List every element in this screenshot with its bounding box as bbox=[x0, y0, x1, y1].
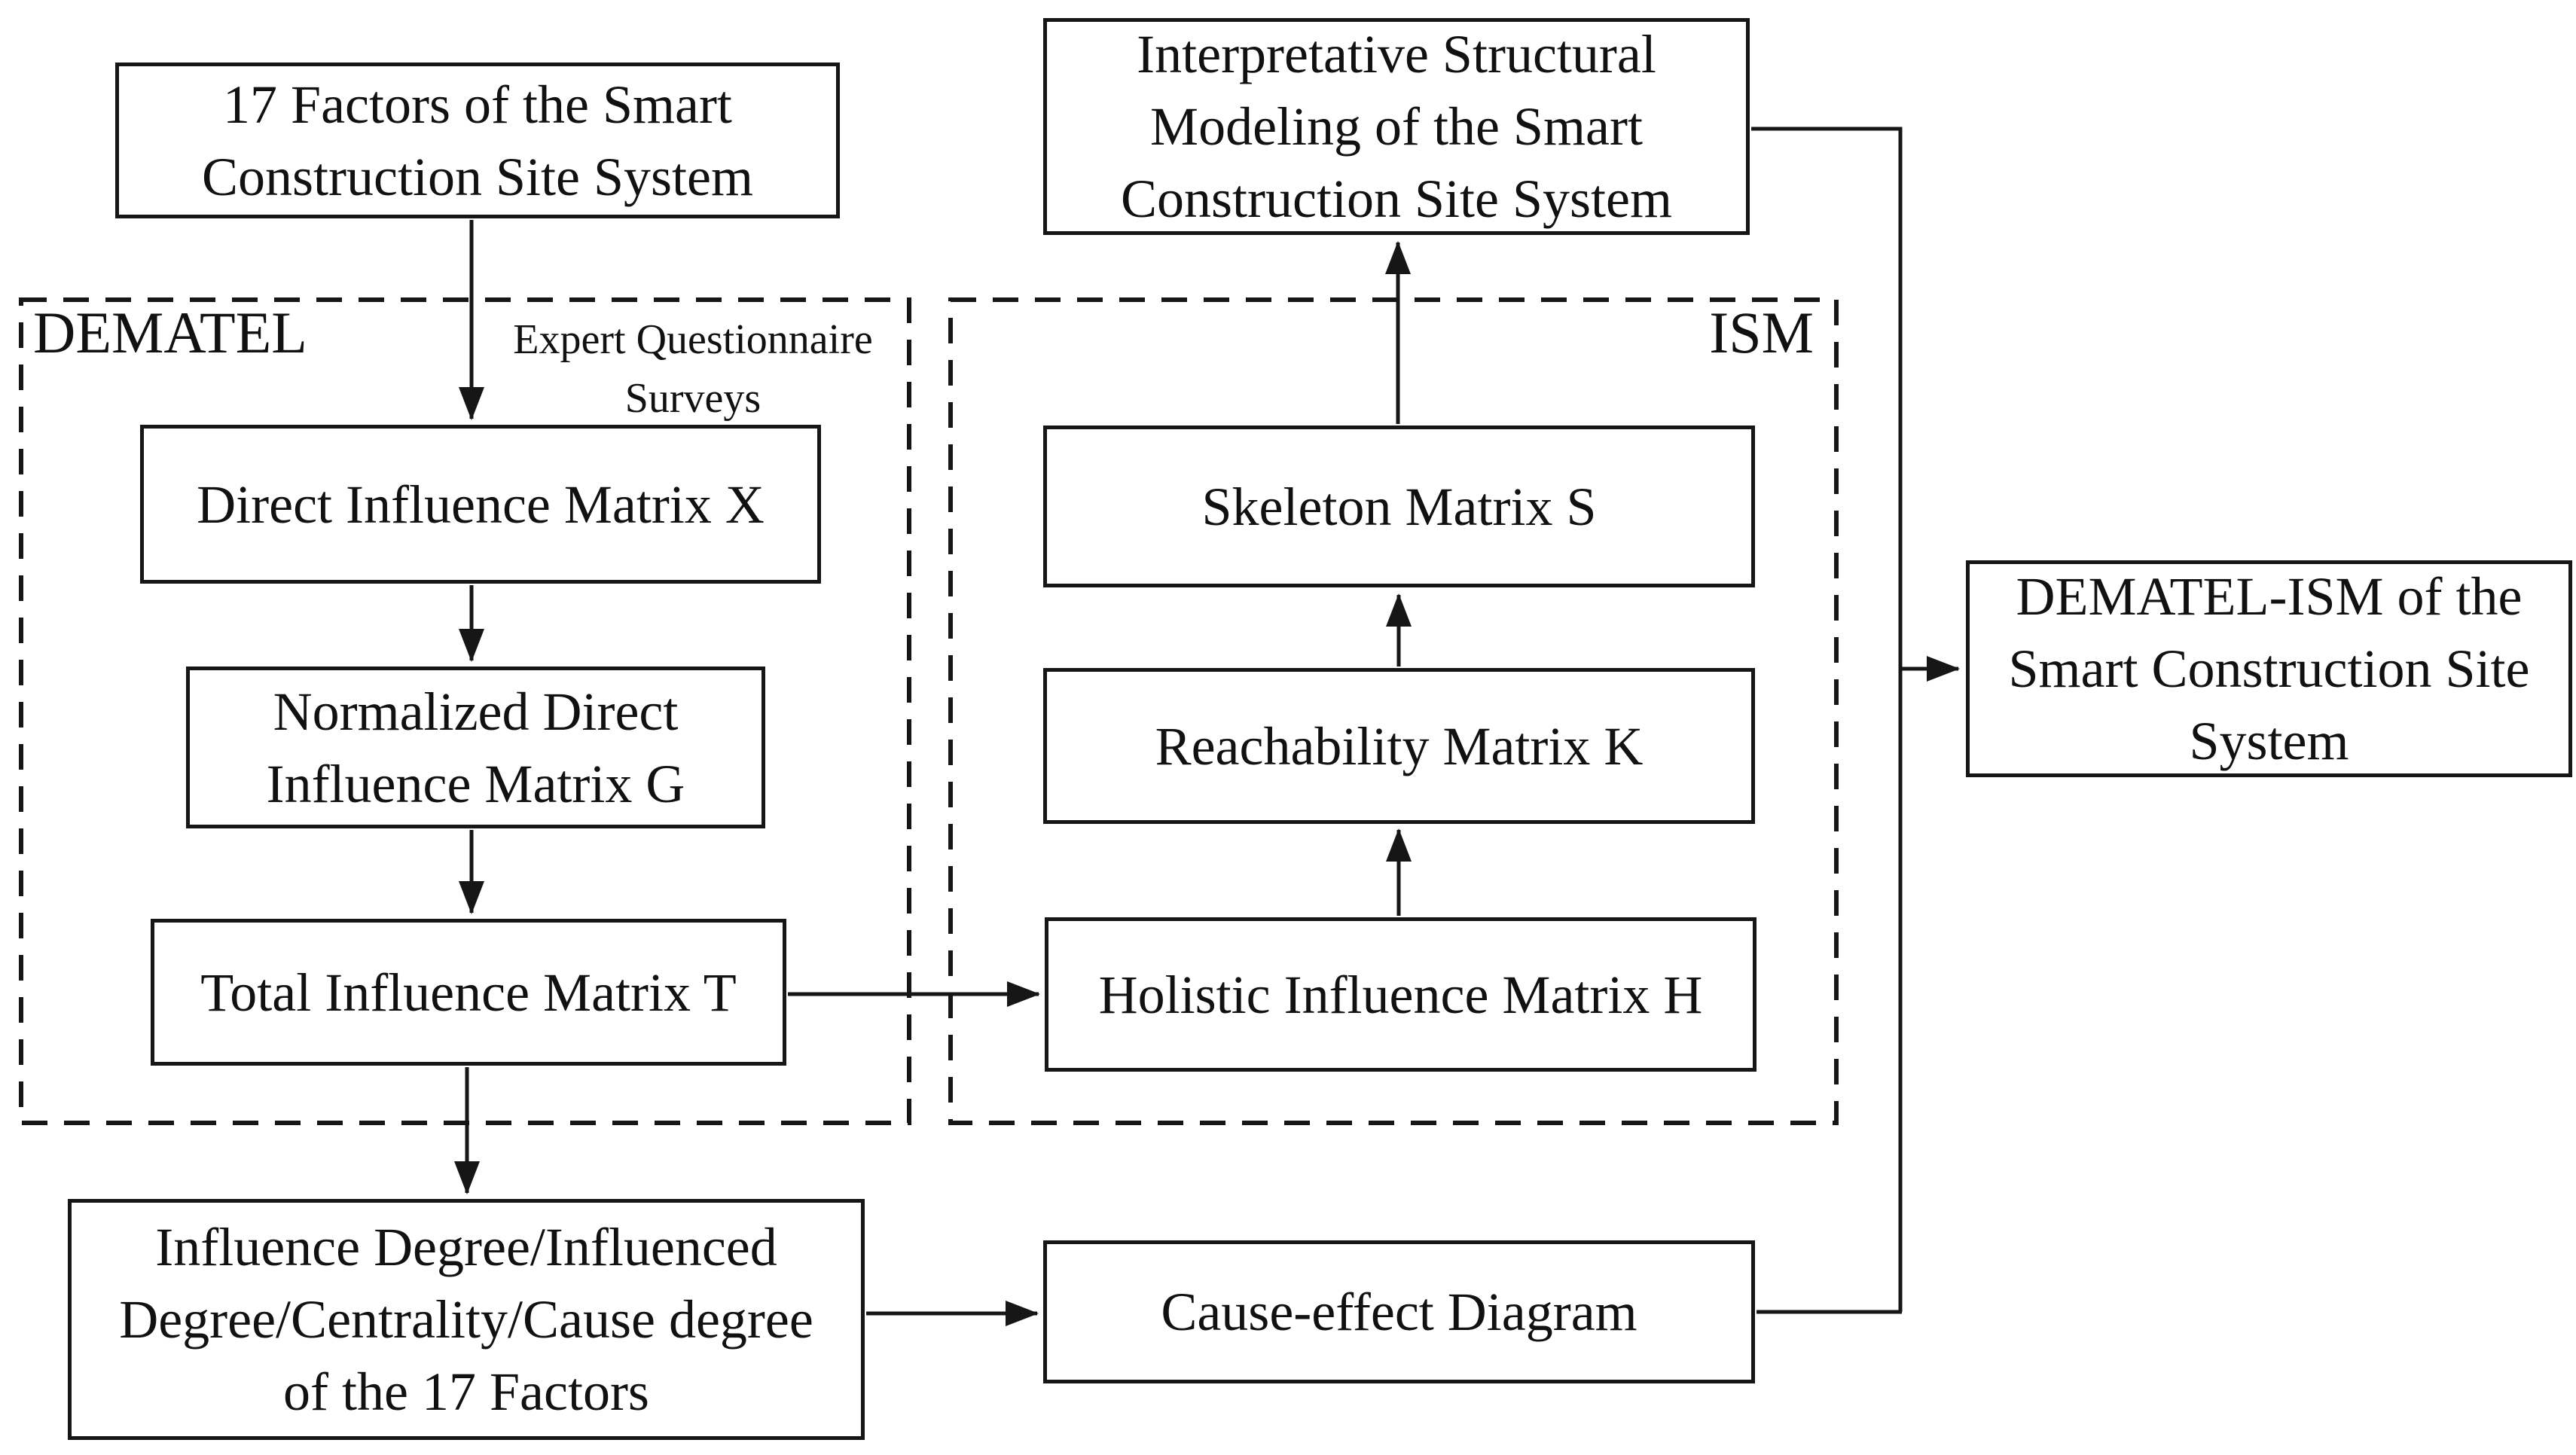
node-label-line: Influence Matrix G bbox=[266, 753, 685, 814]
node-degrees-of-17-factors: Influence Degree/Influenced Degree/Centr… bbox=[68, 1199, 865, 1440]
node-label-line: Total Influence Matrix T bbox=[200, 962, 737, 1023]
node-label-line: System bbox=[2189, 711, 2349, 771]
node-label-line: Construction Site System bbox=[1120, 169, 1673, 229]
node-label-line: Influence Degree/Influenced bbox=[155, 1217, 777, 1277]
ism-group-label: ISM bbox=[1709, 300, 1814, 365]
node-label-line: Reachability Matrix K bbox=[1155, 715, 1644, 776]
node-label-line: 17 Factors of the Smart bbox=[223, 74, 732, 135]
node-label-line: of the 17 Factors bbox=[283, 1362, 649, 1422]
node-normalized-direct-influence-matrix: Normalized Direct Influence Matrix G bbox=[186, 666, 765, 828]
node-label-line: Modeling of the Smart bbox=[1150, 96, 1643, 157]
node-holistic-influence-matrix: Holistic Influence Matrix H bbox=[1045, 917, 1757, 1072]
node-factors: 17 Factors of the Smart Construction Sit… bbox=[115, 63, 840, 218]
node-reachability-matrix: Reachability Matrix K bbox=[1043, 668, 1755, 824]
node-total-influence-matrix: Total Influence Matrix T bbox=[151, 919, 786, 1066]
node-label-line: Skeleton Matrix S bbox=[1201, 476, 1597, 537]
node-label-line: Cause-effect Diagram bbox=[1161, 1282, 1637, 1342]
node-label-line: Degree/Centrality/Cause degree bbox=[119, 1289, 813, 1350]
expert-questionnaire-note-line: Expert Questionnaire bbox=[513, 316, 873, 363]
node-dematel-ism-result: DEMATEL-ISM of the Smart Construction Si… bbox=[1966, 560, 2572, 777]
node-label-line: Interpretative Structural bbox=[1137, 24, 1656, 84]
expert-questionnaire-note-line: Surveys bbox=[624, 375, 762, 422]
ism-group-frame bbox=[948, 297, 1839, 1125]
node-interpretative-structural-modeling: Interpretative Structural Modeling of th… bbox=[1043, 18, 1750, 235]
dematel-group-label: DEMATEL bbox=[33, 300, 307, 365]
node-label-line: Normalized Direct bbox=[273, 681, 679, 742]
node-label-line: Smart Construction Site bbox=[2008, 639, 2530, 699]
edge-ism-model-to-junction bbox=[1751, 127, 1903, 1312]
node-label-line: DEMATEL-ISM of the bbox=[2016, 566, 2523, 627]
node-cause-effect-diagram: Cause-effect Diagram bbox=[1043, 1240, 1755, 1383]
node-direct-influence-matrix: Direct Influence Matrix X bbox=[140, 425, 821, 584]
node-skeleton-matrix: Skeleton Matrix S bbox=[1043, 426, 1755, 587]
node-label-line: Holistic Influence Matrix H bbox=[1098, 964, 1703, 1025]
expert-questionnaire-note: Expert Questionnaire Surveys bbox=[475, 310, 911, 428]
node-label-line: Construction Site System bbox=[201, 146, 754, 207]
node-label-line: Direct Influence Matrix X bbox=[197, 474, 765, 535]
